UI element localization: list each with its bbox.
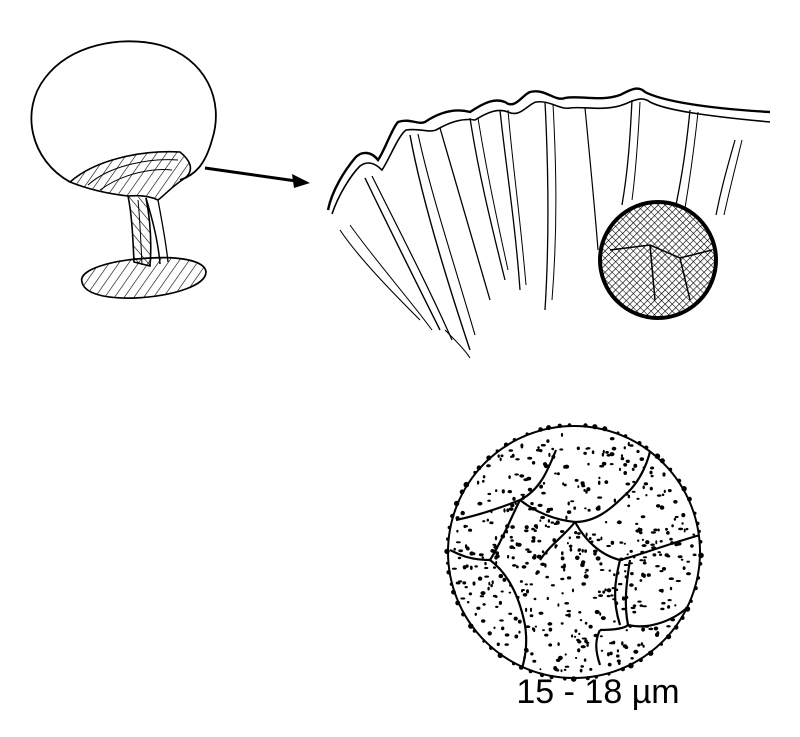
arrow xyxy=(204,166,310,188)
whole-sporangium xyxy=(30,40,217,299)
peridium-rim xyxy=(326,87,771,211)
peridium-detail xyxy=(326,87,771,359)
sporangium-head xyxy=(30,40,217,183)
sporangium-cup xyxy=(68,150,192,201)
scale-label: 15 - 18 µm xyxy=(516,673,680,711)
spore-ornamentation xyxy=(451,432,697,673)
sporangium-stalk xyxy=(127,195,152,268)
spore-rim-warts xyxy=(444,423,704,682)
spore-small xyxy=(598,200,718,320)
hypothallus-base xyxy=(81,256,207,299)
spore-large xyxy=(444,423,704,682)
